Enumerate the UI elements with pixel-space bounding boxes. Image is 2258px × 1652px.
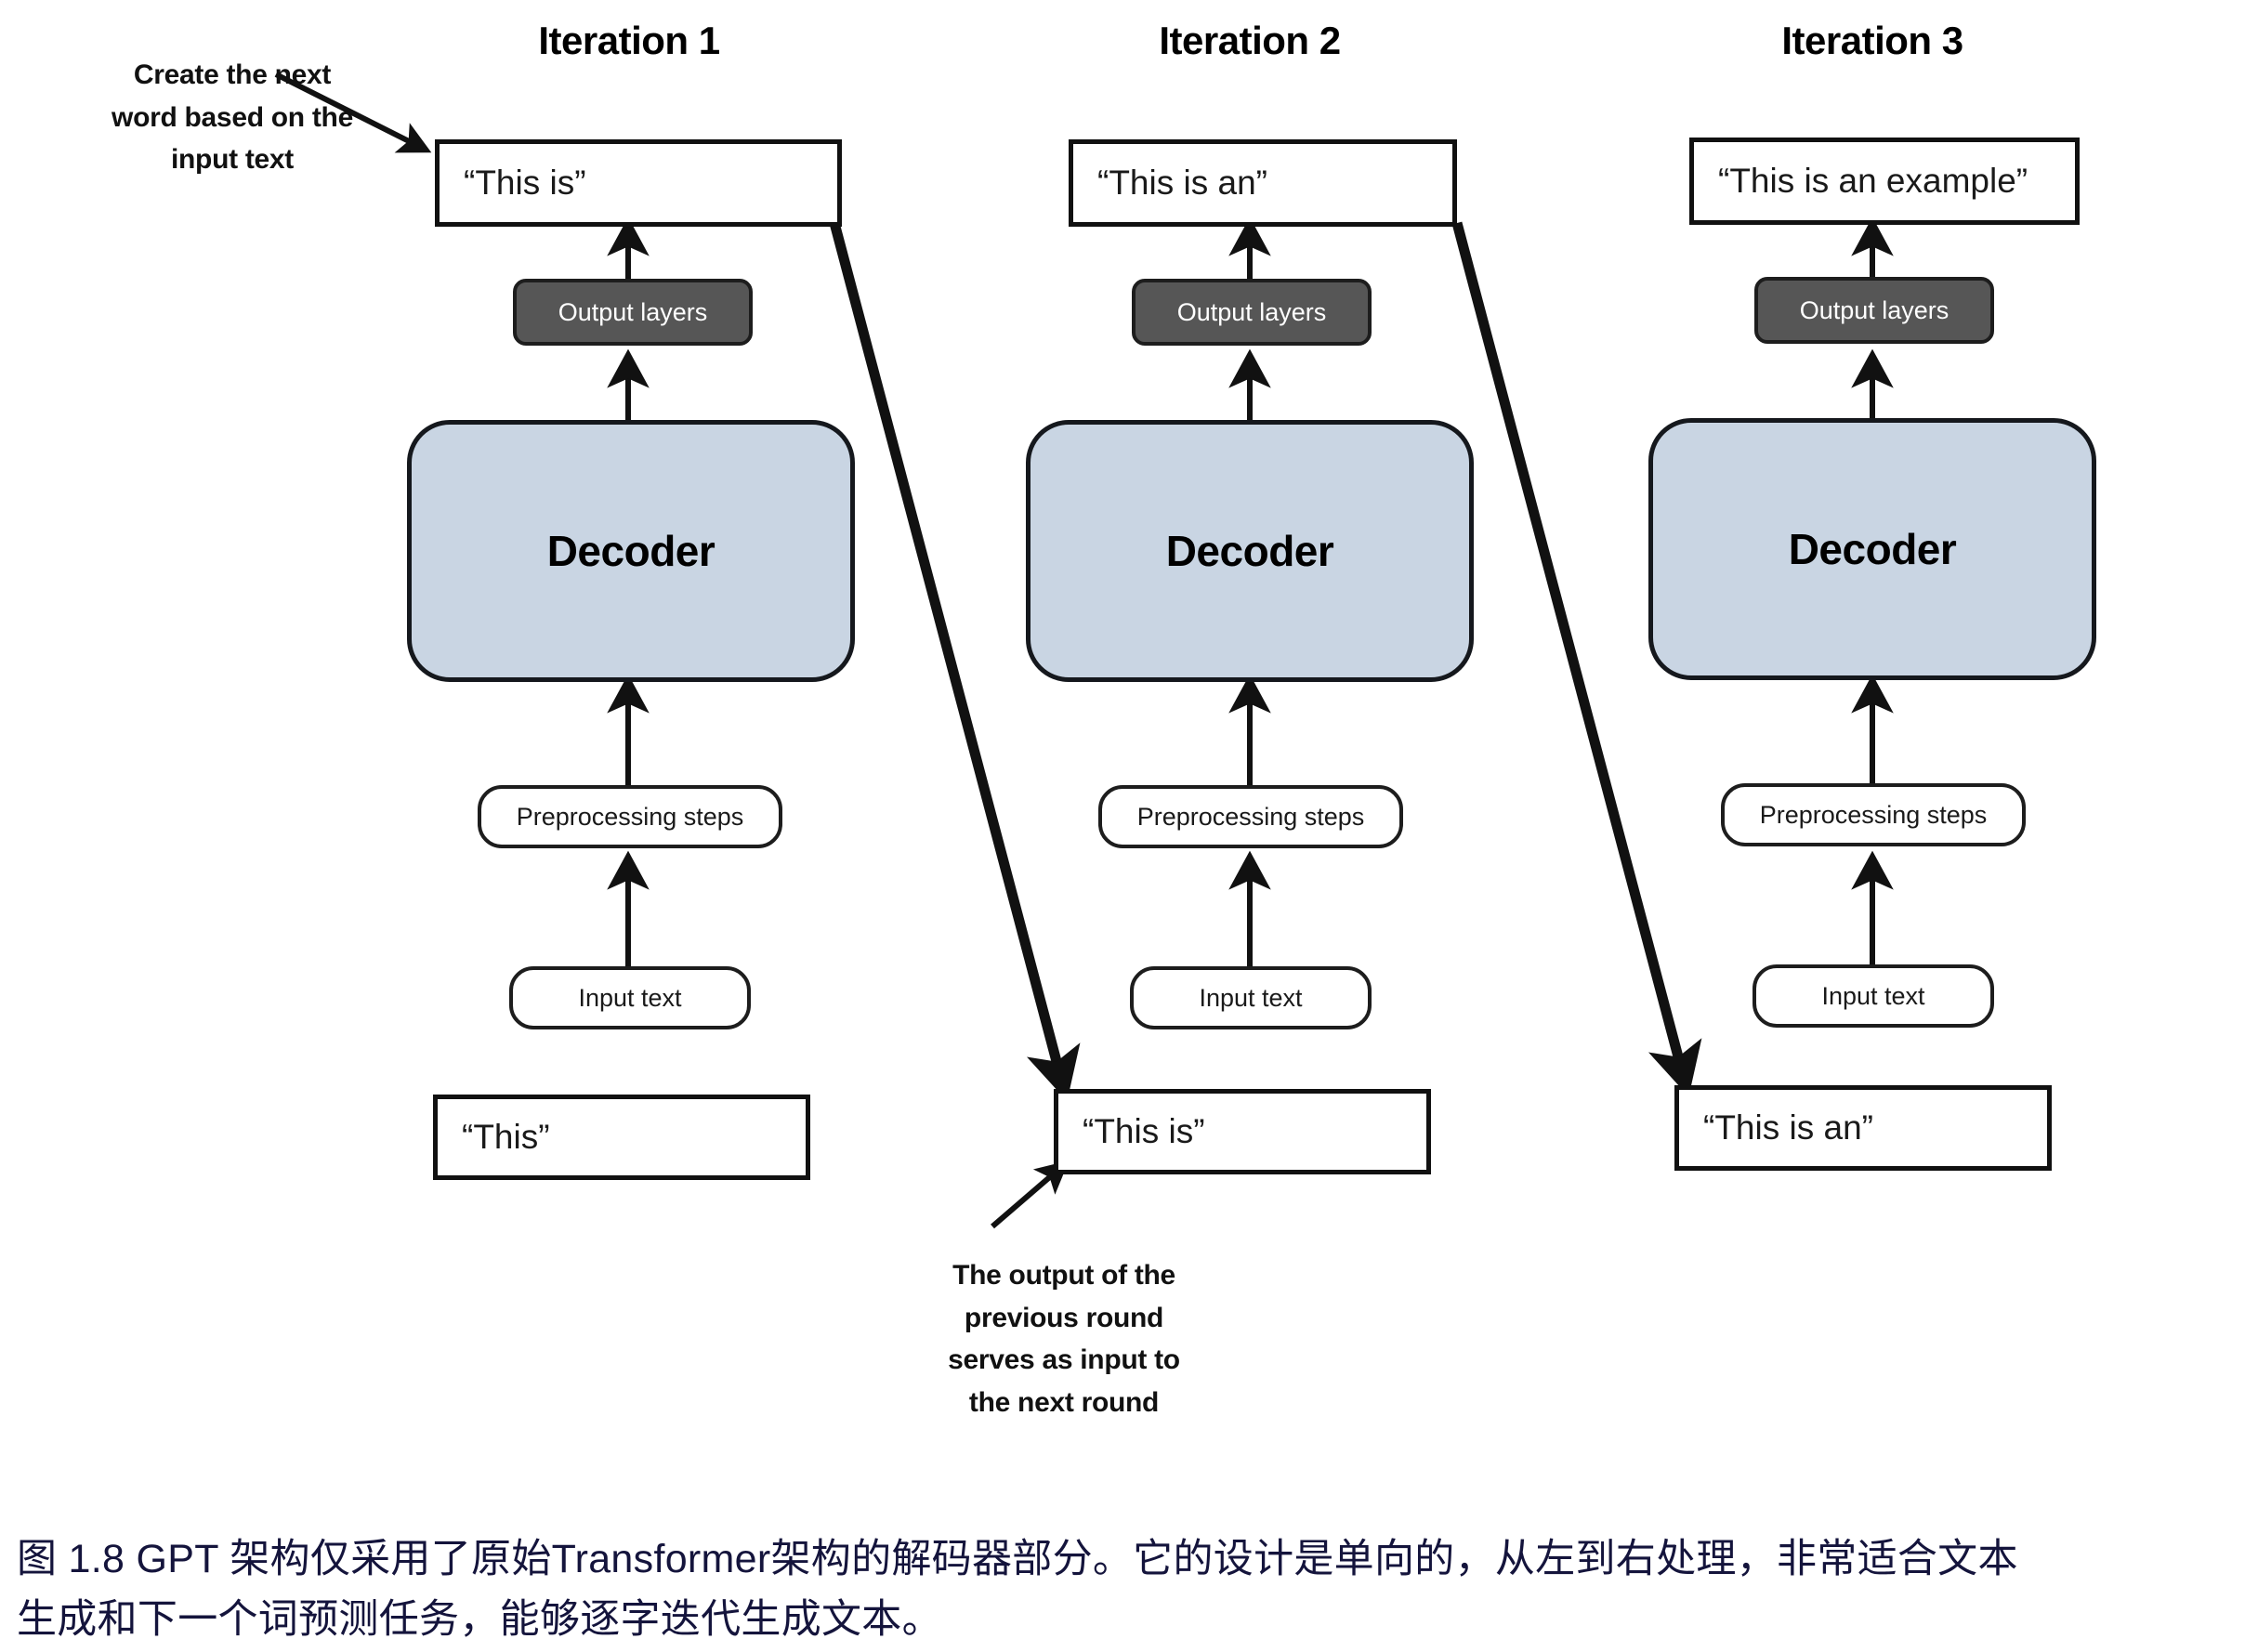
annotation-line: word based on the xyxy=(112,101,353,133)
decoder-block-iteration-1: Decoder xyxy=(407,420,855,682)
annotation-line: The output of the xyxy=(952,1260,1175,1291)
annotation-create-next-word: Create the next word based on the input te… xyxy=(93,54,372,181)
column-title-iteration-3: Iteration 3 xyxy=(1781,19,1963,62)
input-text-box-iteration-1: “This” xyxy=(433,1095,810,1180)
output-layers-block-iteration-3: Output layers xyxy=(1754,277,1994,344)
output-layers-block-iteration-2: Output layers xyxy=(1132,279,1372,346)
decoder-block-iteration-2: Decoder xyxy=(1026,420,1474,682)
input-text-box-iteration-3: “This is an” xyxy=(1674,1085,2052,1171)
caption-line-2: 生成和下一个词预测任务，能够逐字迭代生成文本。 xyxy=(17,1597,942,1643)
figure-caption: 图 1.8 GPT 架构仅采用了原始Transformer架构的解码器部分。它的… xyxy=(17,1529,2247,1651)
output-text-box-iteration-1: “This is” xyxy=(435,139,842,227)
output-text-value: “This is an” xyxy=(1097,164,1267,202)
output-layers-block-iteration-1: Output layers xyxy=(513,279,753,346)
output-text-value: “This is an example” xyxy=(1718,162,2028,200)
input-text-box-iteration-2: “This is” xyxy=(1054,1089,1431,1174)
annotation-line: previous round xyxy=(964,1302,1164,1333)
preprocessing-steps-block-iteration-1: Preprocessing steps xyxy=(478,785,782,848)
input-text-block-iteration-3: Input text xyxy=(1753,964,1994,1028)
decoder-block-iteration-3: Decoder xyxy=(1648,418,2096,680)
input-text-value: “This” xyxy=(462,1118,550,1156)
caption-line-1: 图 1.8 GPT 架构仅采用了原始Transformer架构的解码器部分。它的… xyxy=(17,1537,2018,1581)
output-text-value: “This is” xyxy=(464,164,586,202)
annotation-arrow-bottom xyxy=(991,1160,1070,1229)
input-text-value: “This is an” xyxy=(1703,1108,1873,1147)
preprocessing-steps-block-iteration-2: Preprocessing steps xyxy=(1098,785,1403,848)
annotation-output-previous-round: The output of the previous round serves as… xyxy=(915,1254,1213,1423)
column-title-iteration-2: Iteration 2 xyxy=(1159,19,1341,62)
column-title-iteration-1: Iteration 1 xyxy=(538,19,720,62)
input-text-value: “This is” xyxy=(1083,1112,1205,1150)
annotation-line: input text xyxy=(171,144,294,176)
input-text-block-iteration-2: Input text xyxy=(1130,966,1372,1029)
output-text-box-iteration-3: “This is an example” xyxy=(1689,138,2080,225)
preprocessing-steps-block-iteration-3: Preprocessing steps xyxy=(1721,783,2026,846)
annotation-line: Create the next xyxy=(133,59,332,90)
input-text-block-iteration-1: Input text xyxy=(509,966,751,1029)
output-text-box-iteration-2: “This is an” xyxy=(1069,139,1457,227)
annotation-line: serves as input to xyxy=(948,1344,1180,1376)
annotation-line: the next round xyxy=(968,1386,1160,1418)
